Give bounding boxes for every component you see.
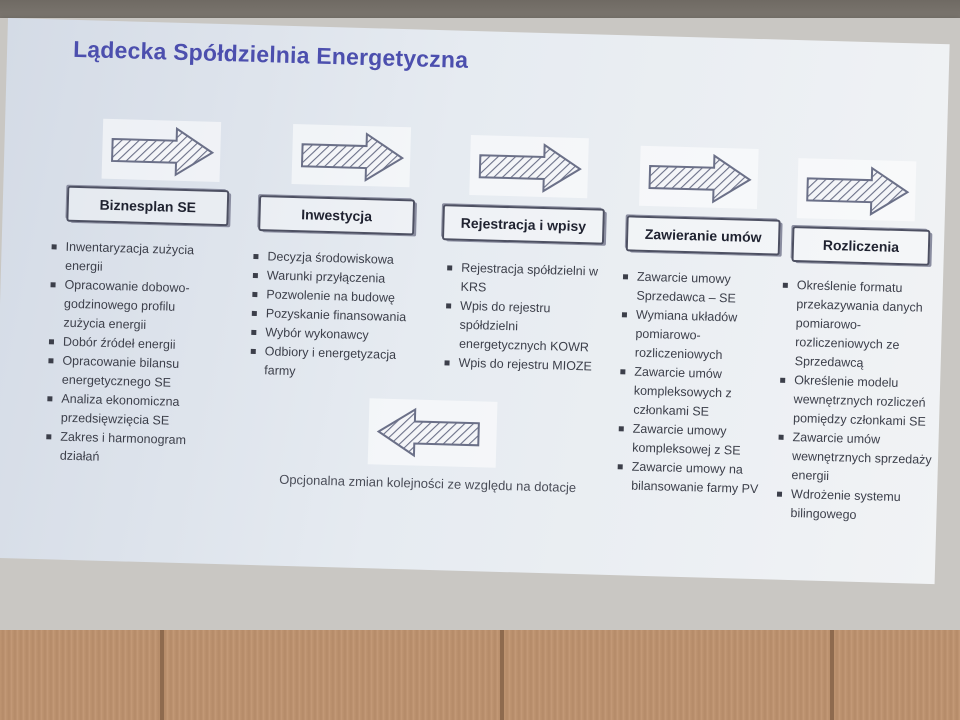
wall-panels <box>0 630 960 720</box>
list-item: Określenie modelu wewnętrznych rozliczeń… <box>779 371 937 432</box>
list-item: Opracowanie dobowo-godzinowego profilu z… <box>49 275 217 337</box>
stage-inwestycja: Inwestycja <box>258 195 416 236</box>
list-item: Rejestracja spółdzielni w KRS <box>446 258 605 300</box>
slide-title: Lądecka Spółdzielnia Energetyczna <box>72 35 469 73</box>
list-item: Wpis do rejestru spółdzielni energetyczn… <box>445 296 605 357</box>
slide: Lądecka Spółdzielnia Energetyczna Biznes… <box>0 18 950 585</box>
reorder-note: Opcjonalna zmian kolejności ze względu n… <box>279 471 577 496</box>
list-item: Opracowanie bilansu energetycznego SE <box>48 351 215 394</box>
list-item: Odbiory i energetyzacja farmy <box>250 342 419 385</box>
list-item: Analiza ekonomiczna przedsięwzięcia SE <box>47 389 214 432</box>
list-item: Wdrożenie systemu bilingowego <box>776 485 933 527</box>
list-item: Zawarcie umów kompleksowych z członkami … <box>619 362 771 423</box>
stage-list-rejestracja: Rejestracja spółdzielni w KRS Wpis do re… <box>444 258 605 376</box>
wall-seam <box>830 630 834 720</box>
stage-list-biznesplan: Inwentaryzacja zużycia energii Opracowan… <box>46 237 218 470</box>
stage-list-inwestycja: Decyzja środowiskowa Warunki przyłączeni… <box>250 247 422 385</box>
wall-seam <box>160 630 164 720</box>
stage-label-rozliczenia: Rozliczenia <box>822 236 900 255</box>
stage-zawieranie-umow: Zawieranie umów <box>625 215 781 256</box>
list-item: Zakres i harmonogram działań <box>46 427 213 470</box>
stage-list-rozliczenia: Określenie formatu przekazywania danych … <box>776 276 939 527</box>
wall-seam <box>500 630 504 720</box>
left-arrow-icon <box>376 407 480 458</box>
right-arrow-icon <box>478 143 582 193</box>
stage-rejestracja: Rejestracja i wpisy <box>441 204 605 245</box>
list-item: Zawarcie umowy na bilansowanie farmy PV <box>617 457 768 499</box>
list-item: Zawarcie umowy Sprzedawca – SE <box>622 267 773 309</box>
list-item: Inwentaryzacja zużycia energii <box>51 237 218 280</box>
stage-label-rejestracja: Rejestracja i wpisy <box>460 214 587 235</box>
right-arrow-icon <box>111 126 215 177</box>
stage-list-zawieranie-umow: Zawarcie umowy Sprzedawca – SE Wymiana u… <box>617 267 773 499</box>
stage-label-biznesplan: Biznesplan SE <box>99 196 197 216</box>
stage-biznesplan: Biznesplan SE <box>66 185 230 227</box>
stage-label-zawieranie-umow: Zawieranie umów <box>644 225 762 246</box>
stage-rozliczenia: Rozliczenia <box>791 225 931 266</box>
list-item: Określenie formatu przekazywania danych … <box>780 276 939 375</box>
list-item: Zawarcie umowy kompleksowej z SE <box>618 419 769 461</box>
right-arrow-icon <box>806 166 910 216</box>
list-item: Wpis do rejestru MIOZE <box>444 353 602 376</box>
projection-screen: Lądecka Spółdzielnia Energetyczna Biznes… <box>0 18 960 630</box>
stage-label-inwestycja: Inwestycja <box>300 206 373 225</box>
list-item: Zawarcie umów wewnętrznych sprzedaży ene… <box>777 428 935 489</box>
right-arrow-icon <box>648 153 752 204</box>
right-arrow-icon <box>300 132 405 182</box>
list-item: Wymiana układów pomiarowo-rozliczeniowyc… <box>621 305 773 366</box>
